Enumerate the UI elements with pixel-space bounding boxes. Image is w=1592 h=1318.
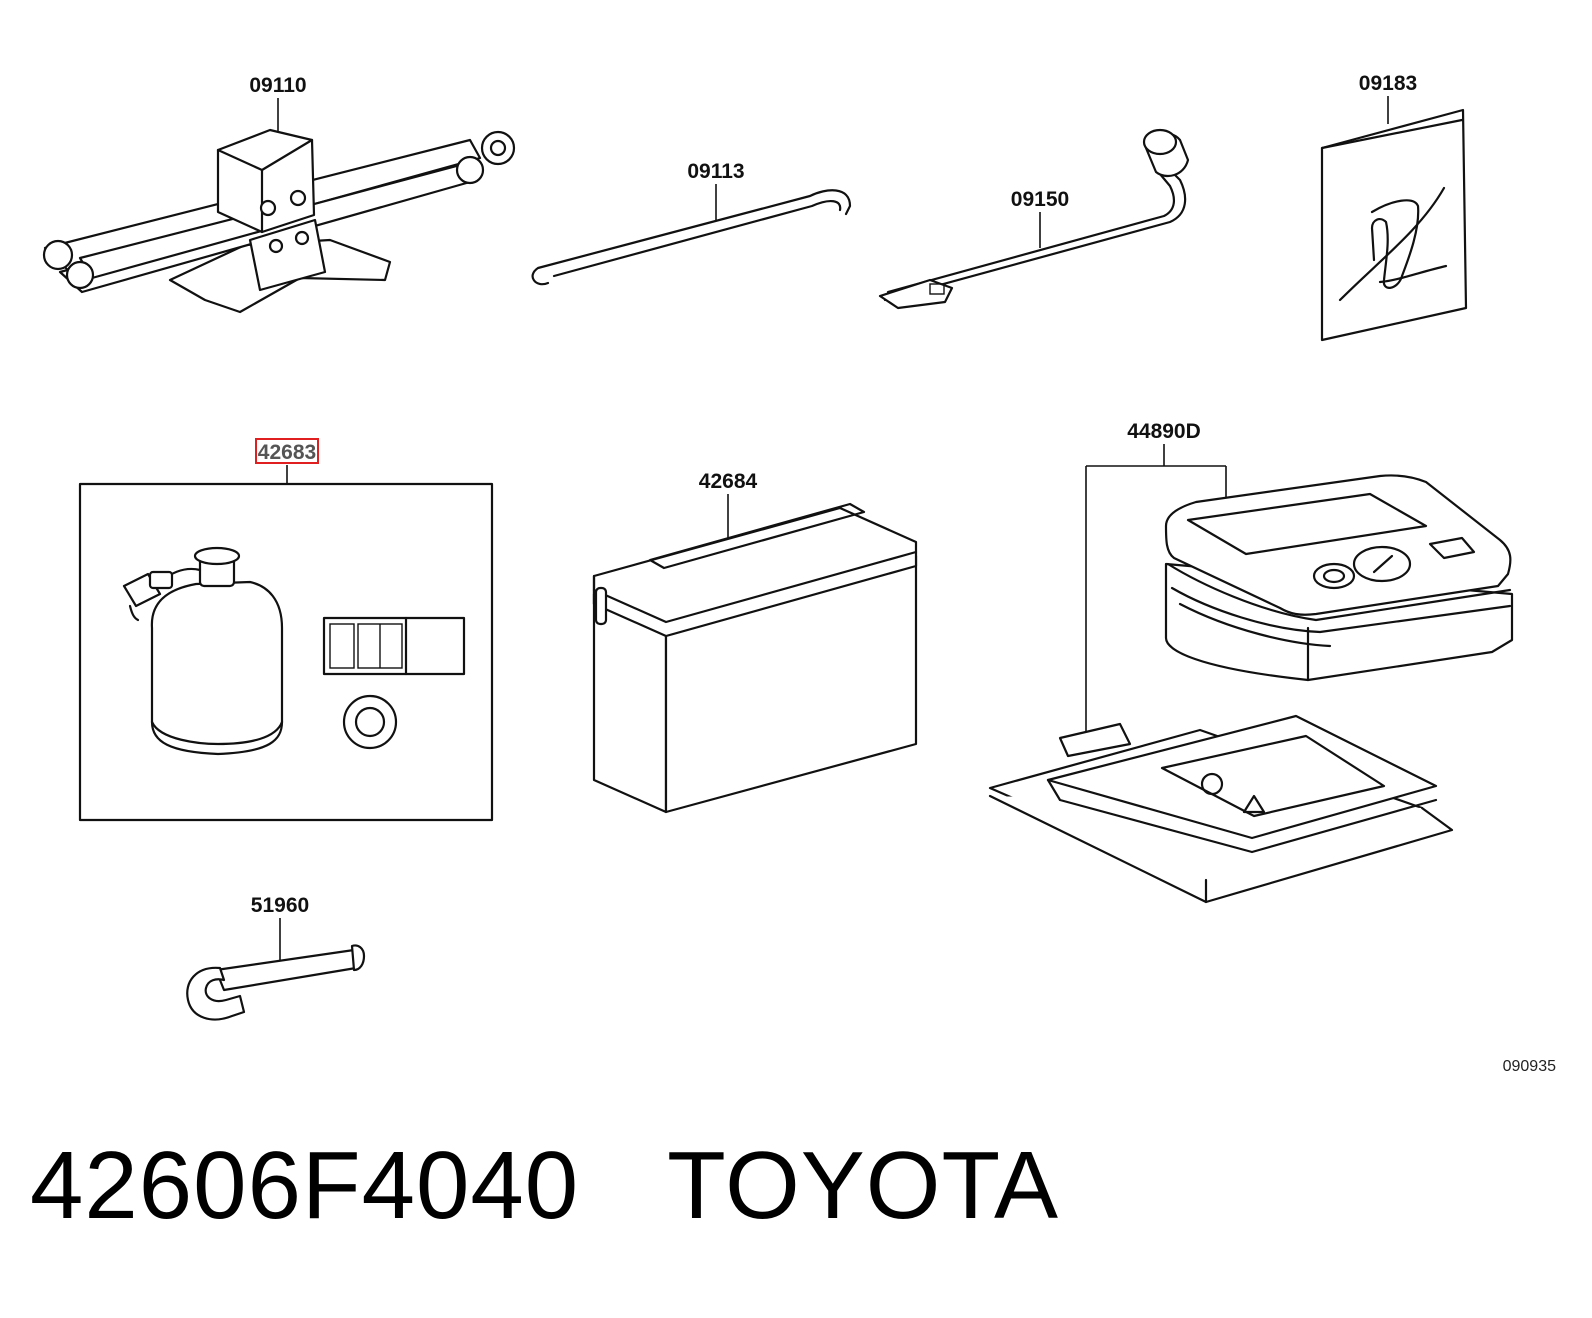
tow-hook-part[interactable]: 51960 [186, 894, 366, 1021]
compressor-part[interactable]: 44890D [988, 420, 1514, 904]
jack-handle-part[interactable]: 09113 [531, 160, 852, 286]
part-label-kit-case[interactable]: 42684 [699, 470, 758, 493]
footer-caption: 42606F4040 TOYOTA [30, 1128, 1059, 1243]
part-label-jack[interactable]: 09110 [249, 74, 306, 97]
kit-case-part[interactable]: 42684 [592, 470, 918, 814]
part-label-repair-kit[interactable]: 42683 [258, 441, 316, 464]
footer-brand: TOYOTA [667, 1132, 1059, 1239]
part-label-lug-wrench[interactable]: 09150 [1011, 188, 1069, 211]
part-label-tool-bag[interactable]: 09183 [1359, 72, 1417, 95]
lug-wrench-part[interactable]: 09150 [878, 128, 1190, 310]
scissor-jack-part[interactable]: 09110 [42, 74, 516, 314]
selected-part-highlight [255, 438, 319, 464]
tire-repair-kit-part[interactable]: 42683 [78, 438, 494, 822]
part-label-jack-handle[interactable]: 09113 [687, 160, 744, 183]
tool-bag-part[interactable]: 09183 [1320, 72, 1468, 342]
part-label-compressor[interactable]: 44890D [1127, 420, 1201, 443]
diagram-reference-code: 090935 [1502, 1058, 1556, 1075]
part-label-tow-hook[interactable]: 51960 [251, 894, 309, 917]
footer-part-number: 42606F4040 [30, 1132, 580, 1239]
